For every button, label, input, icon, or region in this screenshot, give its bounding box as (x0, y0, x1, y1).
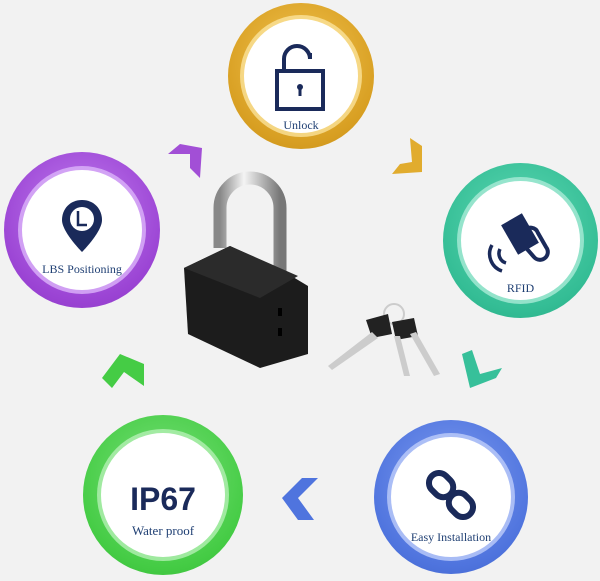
arrow-blue-icon (282, 478, 318, 520)
chain-link-icon (426, 470, 476, 520)
location-pin-icon (62, 200, 102, 252)
arrow-teal-icon (462, 350, 502, 388)
feature-waterproof: IP67 Water proof (83, 415, 243, 575)
arrow-gold-icon (392, 138, 422, 174)
feature-rfid: RFID (443, 163, 598, 318)
keys-icon (328, 303, 440, 376)
padlock-icon (184, 171, 308, 368)
feature-label: LBS Positioning (42, 262, 122, 276)
feature-label: Unlock (283, 118, 319, 132)
feature-unlock: Unlock (228, 3, 374, 149)
feature-label: Easy Installation (410, 530, 492, 544)
feature-label: Water proof (131, 523, 195, 538)
padlock-product-image (178, 168, 318, 368)
feature-lbs-positioning: LBS Positioning (4, 152, 160, 308)
feature-label: RFID (506, 281, 535, 295)
keys-product-image (326, 300, 446, 380)
arrow-green-icon (102, 354, 144, 388)
unlocked-padlock-icon (275, 44, 325, 111)
arrow-purple-icon (168, 144, 202, 178)
feature-easy-installation: Easy Installation (374, 420, 528, 574)
ip67-rating: IP67 (130, 481, 196, 517)
rfid-card-hand-icon (487, 213, 550, 273)
